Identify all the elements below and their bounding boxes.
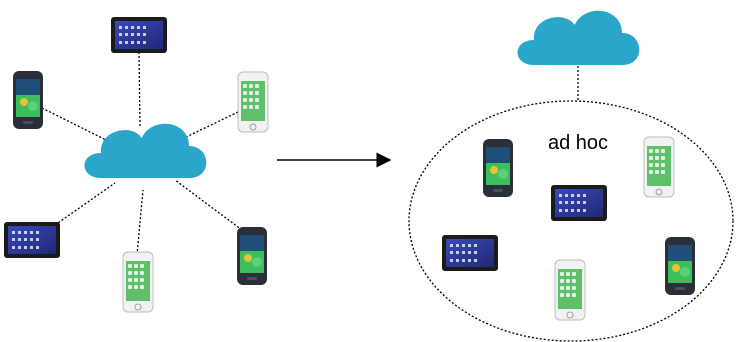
smartphone-dark-icon — [665, 237, 695, 295]
link-phone-dark-right — [174, 179, 243, 231]
adhoc-boundary — [408, 100, 734, 342]
smartphone-white-icon — [643, 136, 675, 198]
link-phone-white-right — [179, 111, 239, 141]
smartphone-white-icon — [237, 71, 269, 133]
adhoc-label: ad hoc — [548, 132, 608, 154]
cloud-icon — [84, 123, 207, 178]
link-tablet-top — [138, 51, 141, 129]
smartphone-white-icon — [122, 251, 154, 313]
link-phone-dark-left — [41, 107, 113, 144]
adhoc-network: ad hoc — [408, 10, 734, 342]
connection-lines — [41, 51, 243, 256]
tablet-icon — [442, 235, 498, 271]
tablet-icon — [111, 17, 167, 53]
star-topology — [4, 17, 269, 313]
cloud-icon — [517, 10, 640, 65]
smartphone-dark-icon — [13, 71, 43, 129]
smartphone-dark-icon — [483, 139, 513, 197]
link-tablet-left — [54, 182, 116, 226]
tablet-icon — [4, 222, 60, 258]
tablet-icon — [551, 185, 607, 221]
smartphone-dark-icon — [237, 227, 267, 285]
smartphone-white-icon — [554, 259, 586, 321]
link-phone-white-bottom — [136, 189, 144, 256]
